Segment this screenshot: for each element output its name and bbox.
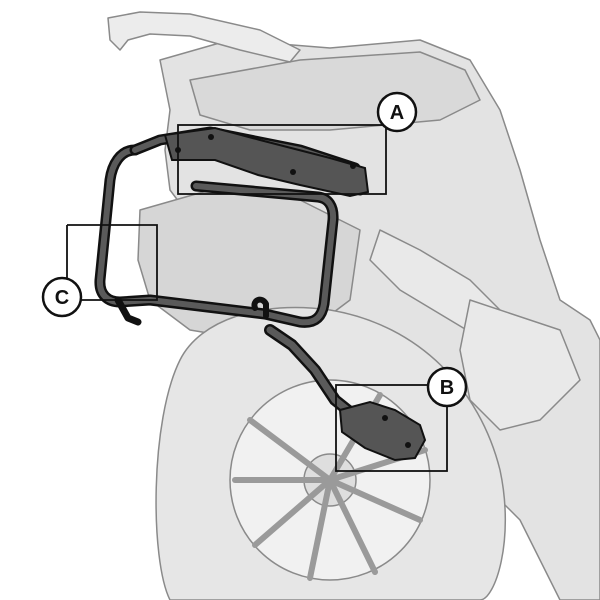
callout-a: A (376, 91, 418, 133)
callout-label-c: C (55, 287, 69, 309)
grab-rail (107, 11, 301, 63)
rack-hook (114, 296, 142, 326)
callout-boxes (67, 124, 448, 472)
callout-label-a: A (390, 102, 404, 124)
callout-box-b (335, 384, 448, 472)
callout-label-b: B (440, 377, 454, 399)
bracket-b-bolts (382, 415, 411, 448)
rack-tab (251, 296, 269, 319)
callout-box-c (67, 224, 158, 301)
callout-box-a (177, 124, 387, 195)
bracket-plate-b (338, 400, 427, 462)
swingarm (459, 299, 581, 431)
callout-b: B (426, 366, 468, 408)
callout-c: C (41, 276, 83, 318)
